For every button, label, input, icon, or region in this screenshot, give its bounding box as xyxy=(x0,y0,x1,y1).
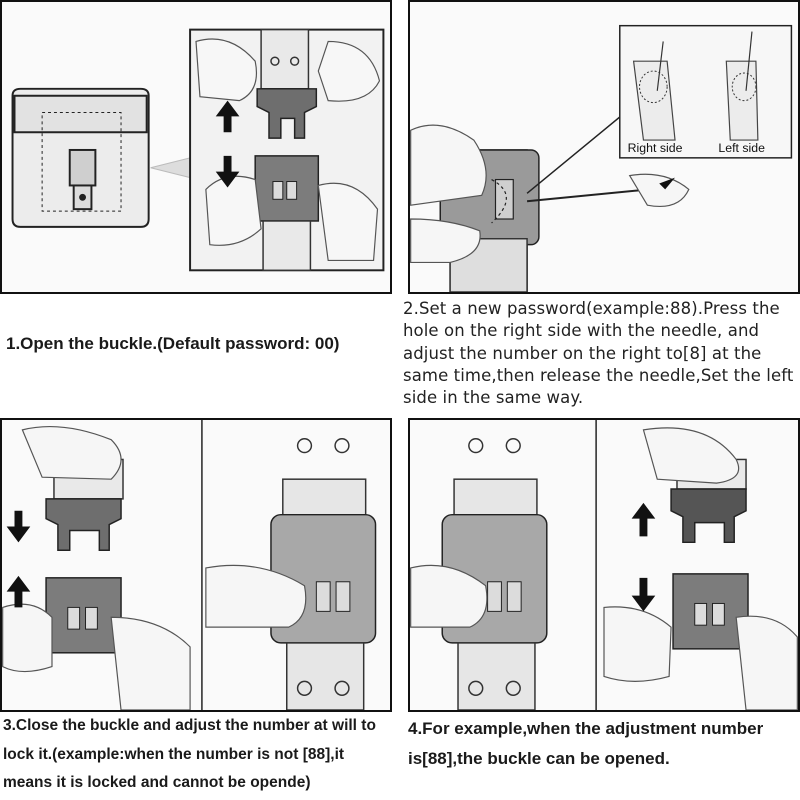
step2-caption: 2.Set a new password(example:88).Press t… xyxy=(403,299,794,408)
step1-drawing xyxy=(11,28,385,272)
arrow-up-icon xyxy=(631,502,656,537)
closing-buckle xyxy=(2,426,191,710)
arrow-down-icon xyxy=(631,577,656,612)
needle-tool xyxy=(526,173,690,208)
arrow-down-icon xyxy=(6,510,31,543)
step4-caption: 4.For example,when the adjustment number… xyxy=(408,719,764,768)
step3-drawing xyxy=(2,420,377,710)
zoomed-buckle xyxy=(195,28,381,272)
opening-buckle xyxy=(603,427,798,710)
arrow-up-icon xyxy=(6,575,31,608)
step1-caption: 1.Open the buckle.(Default password: 00) xyxy=(6,334,340,353)
step1-illustration xyxy=(0,0,392,294)
inset-box: Right side Left side xyxy=(619,24,793,159)
step4-illustration xyxy=(408,418,800,712)
unlocked-buckle xyxy=(410,438,548,710)
step2-illustration: Right side Left side xyxy=(408,0,800,294)
step2-drawing: Right side Left side xyxy=(410,24,793,292)
locked-buckle xyxy=(205,438,377,710)
left-side-label: Left side xyxy=(718,141,765,155)
step4-drawing xyxy=(410,420,798,710)
buckle-closeup xyxy=(410,124,540,292)
step3-caption: 3.Close the buckle and adjust the number… xyxy=(3,717,376,792)
bag-drawing xyxy=(11,87,150,228)
right-side-label: Right side xyxy=(628,141,683,155)
step3-illustration xyxy=(0,418,392,712)
